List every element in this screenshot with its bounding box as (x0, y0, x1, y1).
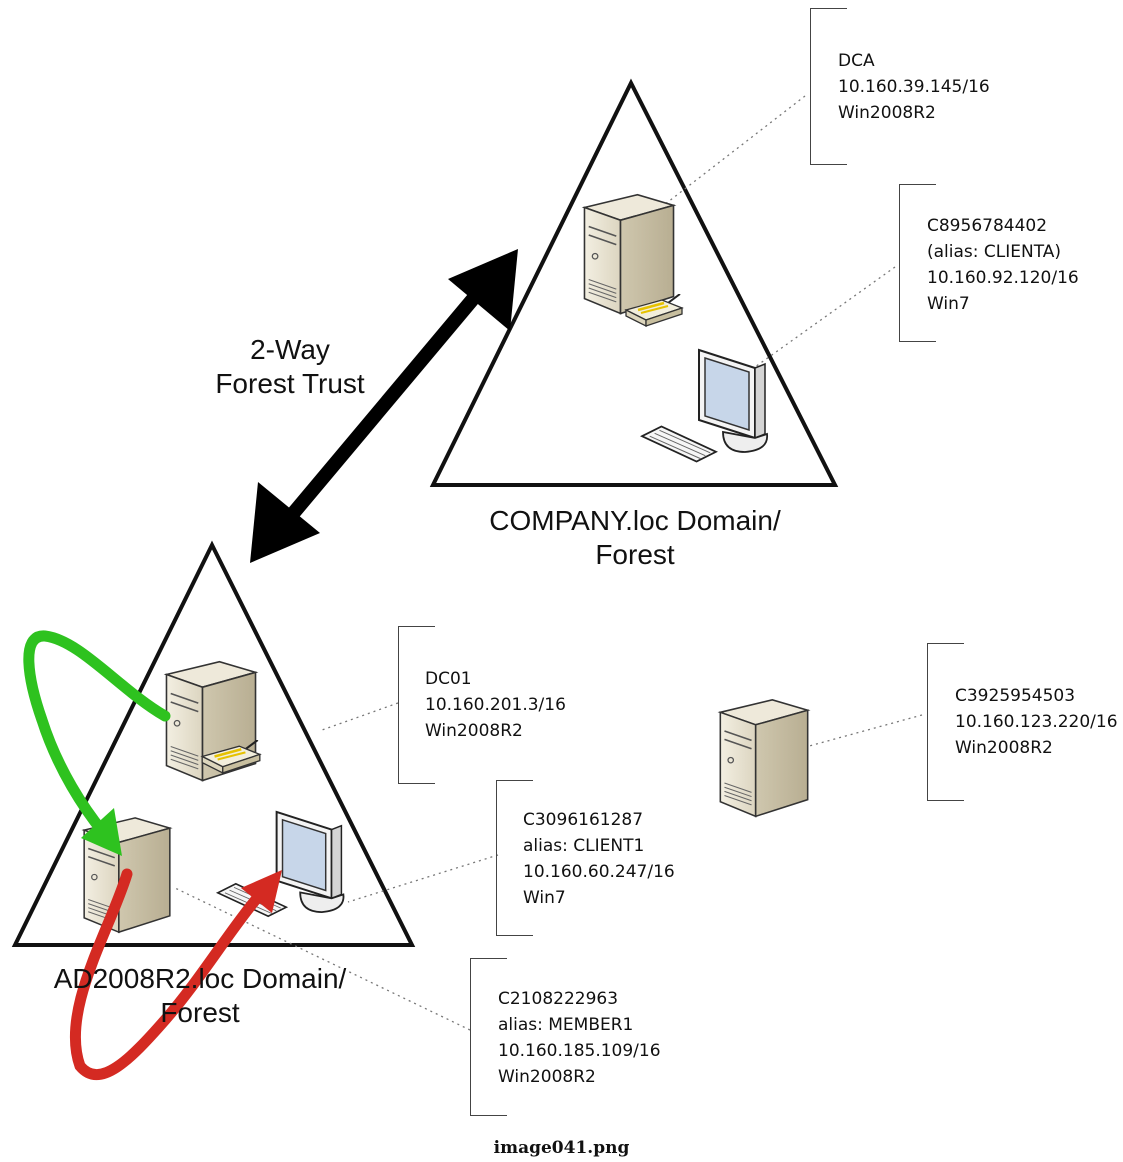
dca-label: DCA 10.160.39.145/16 Win2008R2 (838, 48, 990, 126)
c3925-bracket (927, 643, 964, 801)
dca-bracket (810, 8, 847, 165)
client1-label: C3096161287 alias: CLIENT1 10.160.60.247… (523, 807, 675, 911)
client1-bracket (496, 780, 533, 936)
member1-alias: alias: MEMBER1 (498, 1015, 634, 1035)
client1-os: Win7 (523, 888, 566, 908)
trust-label-line2: Forest Trust (215, 368, 365, 399)
c3925-server-icon (719, 699, 809, 818)
member1-name: C2108222963 (498, 989, 619, 1009)
dca-name: DCA (838, 51, 875, 71)
dc01-os: Win2008R2 (425, 721, 523, 741)
dc01-ip: 10.160.201.3/16 (425, 695, 566, 715)
client1-alias: alias: CLIENT1 (523, 836, 645, 856)
company-forest-label: COMPANY.loc Domain/ Forest (470, 504, 800, 572)
dc01-bracket (398, 626, 435, 784)
clienta-os: Win7 (927, 294, 970, 314)
member1-bracket (470, 958, 507, 1116)
dca-server-icon (583, 193, 675, 315)
connector-lines (174, 95, 923, 1031)
image-caption: image041.png (493, 1138, 630, 1158)
clienta-ip: 10.160.92.120/16 (927, 268, 1079, 288)
c3925-ip: 10.160.123.220/16 (955, 712, 1118, 732)
green-arrow (23, 630, 171, 856)
dc01-name: DC01 (425, 669, 472, 689)
clienta-alias: (alias: CLIENTA) (927, 242, 1062, 262)
trust-arrow (250, 249, 518, 563)
trust-label: 2-Way Forest Trust (190, 333, 390, 401)
company-forest-line2: Forest (595, 539, 675, 570)
clienta-name: C8956784402 (927, 216, 1048, 236)
ad2008r2-forest-label: AD2008R2.loc Domain/ Forest (30, 962, 370, 1030)
member1-os: Win2008R2 (498, 1067, 596, 1087)
client1-name: C3096161287 (523, 810, 644, 830)
c3925-name: C3925954503 (955, 686, 1076, 706)
client1-ip: 10.160.60.247/16 (523, 862, 675, 882)
company-forest-line1: COMPANY.loc Domain/ (489, 505, 781, 536)
clienta-label: C8956784402 (alias: CLIENTA) 10.160.92.1… (927, 213, 1079, 317)
c3925-label: C3925954503 10.160.123.220/16 Win2008R2 (955, 683, 1118, 761)
dca-os: Win2008R2 (838, 103, 936, 123)
dc01-label: DC01 10.160.201.3/16 Win2008R2 (425, 666, 566, 744)
red-arrow (69, 868, 282, 1081)
ad2008r2-forest-line2: Forest (160, 997, 240, 1028)
trust-label-line1: 2-Way (250, 334, 330, 365)
member1-ip: 10.160.185.109/16 (498, 1041, 661, 1061)
c3925-os: Win2008R2 (955, 738, 1053, 758)
dca-ip: 10.160.39.145/16 (838, 77, 990, 97)
ad2008r2-forest-line1: AD2008R2.loc Domain/ (53, 963, 347, 994)
member1-label: C2108222963 alias: MEMBER1 10.160.185.10… (498, 986, 661, 1090)
clienta-bracket (899, 184, 936, 342)
